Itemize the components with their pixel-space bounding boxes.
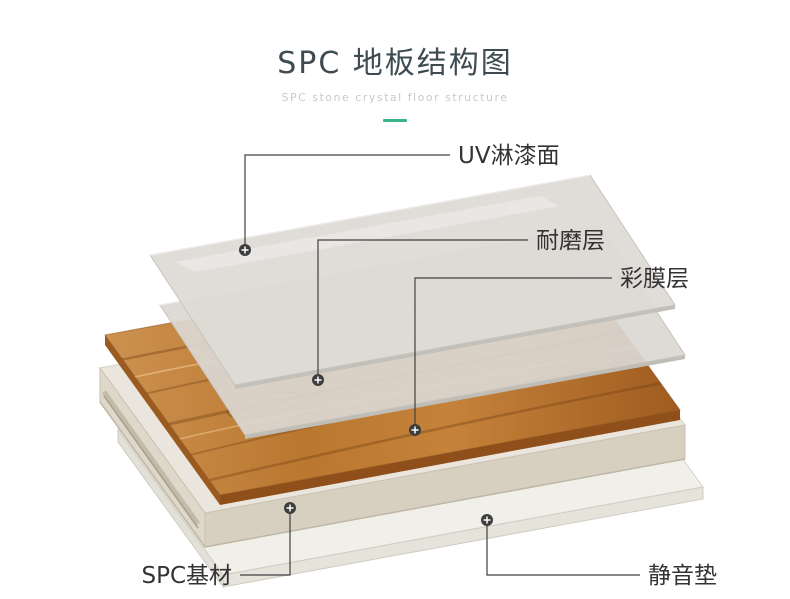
label-uv-coating: UV淋漆面 [458, 143, 560, 169]
click-profile-groove [101, 390, 201, 529]
silent-pad-front-face [222, 486, 704, 588]
label-wear-layer: 耐磨层 [536, 228, 605, 254]
callout-line-silent-pad [486, 520, 640, 576]
spc-core-bottom-edge [99, 401, 686, 548]
callout-line-wear-layer [317, 239, 528, 380]
callout-line-spc-core [240, 508, 291, 576]
callout-markers [239, 244, 493, 526]
plus-marker-icon-color-film [409, 424, 421, 436]
uv-sheet-sheen [175, 196, 560, 272]
header: SPC 地板结构图 SPC stone crystal floor struct… [0, 0, 790, 122]
layer-uv-sheet [149, 174, 676, 389]
callout-lines [240, 154, 640, 576]
plus-marker-icon-uv-coating [239, 244, 251, 256]
color-film-left-face [105, 335, 220, 505]
uv-sheet-highlight [149, 174, 591, 256]
page-title: SPC 地板结构图 [277, 46, 513, 81]
plus-marker-icon-spc-core [284, 502, 296, 514]
wear-sheet-edge [245, 355, 685, 439]
uv-sheet-edge [235, 305, 675, 389]
label-color-film: 彩膜层 [620, 266, 689, 292]
accent-dash [383, 119, 407, 122]
callout-line-color-film [414, 277, 612, 430]
callout-labels: UV淋漆面 耐磨层 彩膜层 SPC基材 静音垫 [141, 143, 717, 589]
page-subtitle: SPC stone crystal floor structure [281, 91, 509, 104]
label-silent-pad: 静音垫 [648, 563, 717, 589]
callout-line-uv-coating [244, 154, 450, 250]
label-spc-core: SPC基材 [141, 563, 232, 589]
color-film-front-face [220, 410, 680, 505]
plus-marker-icon-silent-pad [481, 514, 493, 526]
plus-marker-icon-wear-layer [312, 374, 324, 386]
